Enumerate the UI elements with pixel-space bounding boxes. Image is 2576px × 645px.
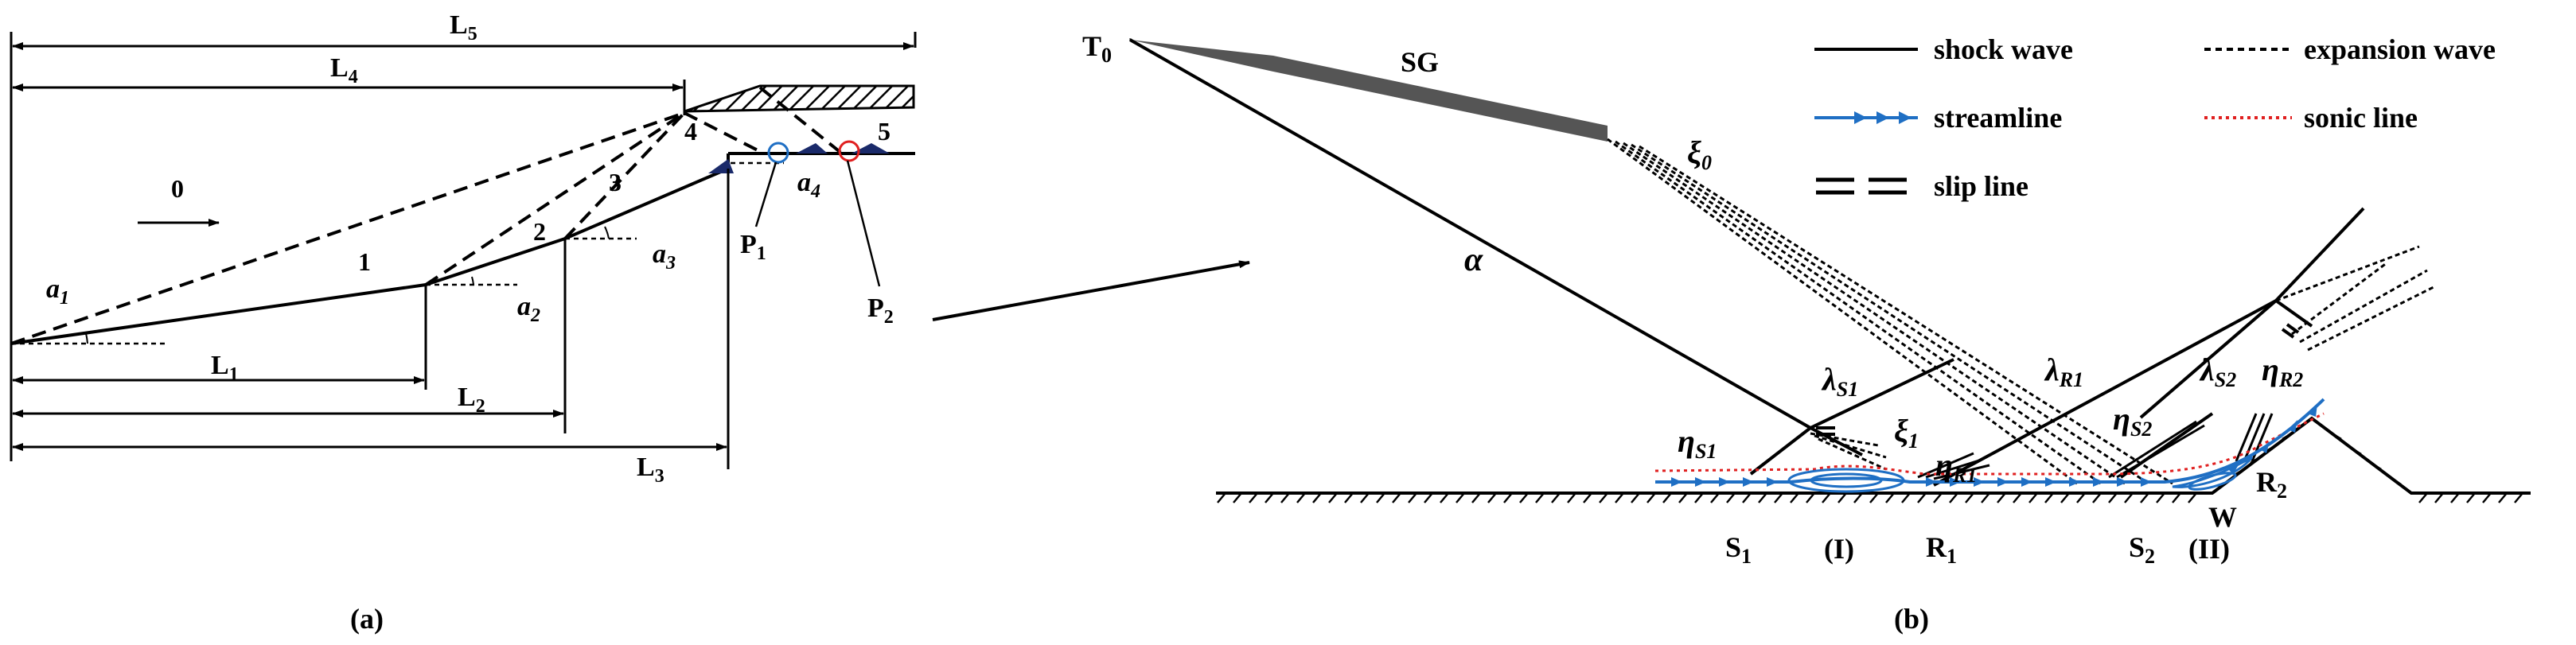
streamline-main <box>1655 398 2325 484</box>
legend-expansion-label: expansion wave <box>2304 33 2496 65</box>
label-p1: P1 <box>740 230 766 264</box>
label-eta-r2: ηR2 <box>2262 352 2303 391</box>
label-eta-s2: ηS2 <box>2113 401 2152 441</box>
panel-a: L5 L4 L1 L2 L3 0 1 2 3 4 5 a1 a2 a3 a4 P… <box>10 10 917 635</box>
label-p2: P2 <box>867 293 894 328</box>
label-r2: R2 <box>2256 466 2287 503</box>
connector-arrow <box>932 260 1250 321</box>
caption-a: (a) <box>350 603 384 635</box>
label-lambda-s1: λS1 <box>1821 361 1858 401</box>
label-l3: L3 <box>637 453 664 487</box>
region-0: 0 <box>171 174 184 203</box>
legend-slip-label: slip line <box>1934 170 2028 202</box>
bubble-i <box>1787 468 1905 493</box>
region-4: 4 <box>684 117 697 146</box>
label-xi1: ξ1 <box>1894 413 1919 453</box>
region-2: 2 <box>533 217 546 246</box>
region-3: 3 <box>609 168 622 196</box>
region-1: 1 <box>358 247 371 276</box>
label-alpha: α <box>1464 242 1483 278</box>
panel-b: T0 SG ξ0 α λS1 λR1 λS2 ηS1 ξ1 ηR1 ηS2 ηR… <box>1082 30 2531 635</box>
wall-surface <box>1216 416 2531 495</box>
label-r1: R1 <box>1926 531 1957 568</box>
label-l5: L5 <box>450 10 477 45</box>
angle-a4: a4 <box>797 168 820 202</box>
ramp-surface <box>10 167 729 345</box>
legend-sonic-label: sonic line <box>2304 102 2418 134</box>
label-s2: S2 <box>2129 531 2155 568</box>
label-t0: T0 <box>1082 30 1112 67</box>
legend-streamline-label: streamline <box>1934 102 2062 134</box>
cowl <box>684 84 915 113</box>
label-l4: L4 <box>330 53 358 87</box>
label-lambda-r1: λR1 <box>2044 352 2083 391</box>
label-eta-s1: ηS1 <box>1678 423 1717 463</box>
label-lambda-s2: λS2 <box>2199 352 2236 391</box>
caption-b: (b) <box>1894 603 1929 635</box>
sonic-line <box>1654 412 2325 476</box>
label-l1: L1 <box>211 351 239 385</box>
label-s1: S1 <box>1725 531 1752 568</box>
angle-a2: a2 <box>517 292 540 326</box>
label-w: W <box>2208 501 2237 533</box>
label-sg: SG <box>1401 46 1439 78</box>
p2-marker <box>838 140 860 162</box>
legend-slip-sample <box>1816 177 1907 195</box>
angle-a1: a1 <box>46 274 69 309</box>
sg-bar <box>1130 40 1608 142</box>
label-bubble-i: (I) <box>1824 533 1854 565</box>
label-l2: L2 <box>458 383 485 417</box>
label-bubble-ii: (II) <box>2188 533 2230 565</box>
p1-marker <box>767 142 789 164</box>
region-5: 5 <box>878 117 890 146</box>
angle-a3: a3 <box>653 239 676 274</box>
label-xi0: ξ0 <box>1687 134 1712 174</box>
label-eta-r1: ηR1 <box>1935 447 1977 487</box>
legend-shock-label: shock wave <box>1934 33 2073 65</box>
legend: shock wave expansion wave streamline son… <box>1814 33 2496 202</box>
